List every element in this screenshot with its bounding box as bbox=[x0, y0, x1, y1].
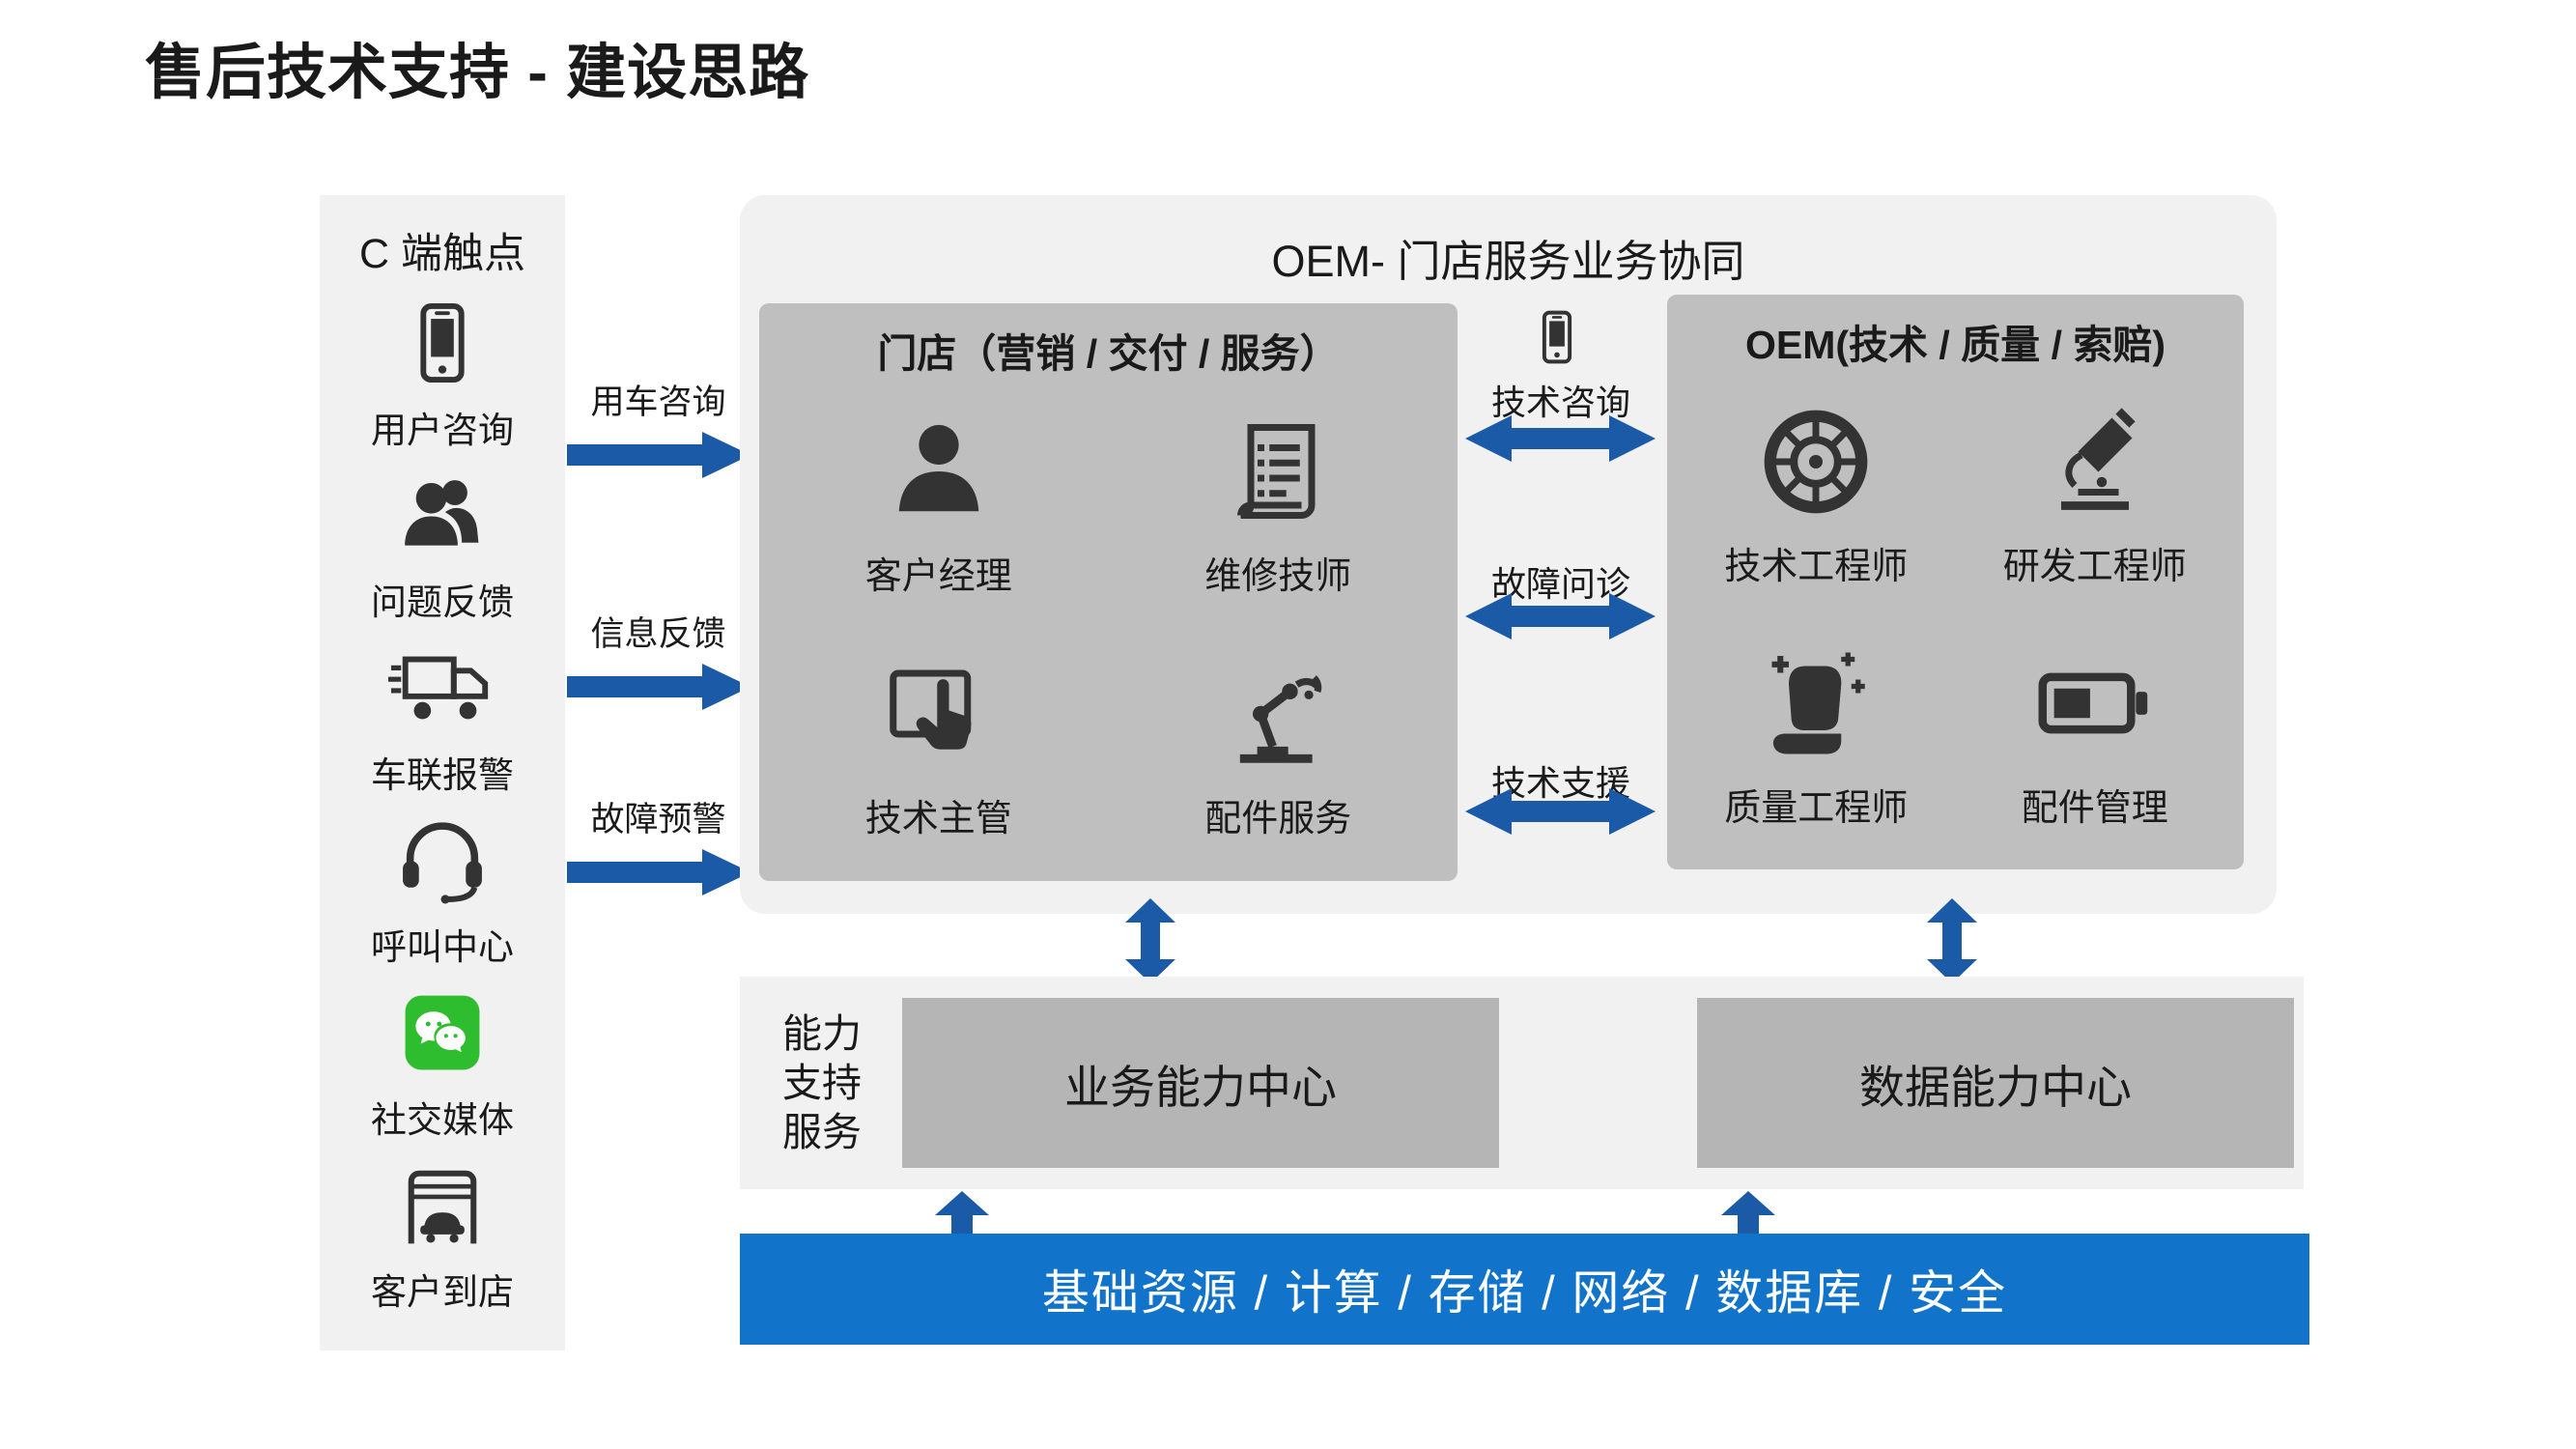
touchpoint-label: 用户咨询 bbox=[371, 410, 514, 450]
page-title: 售后技术支持 - 建设思路 bbox=[145, 40, 810, 106]
role-tech-engineer: 技术工程师 bbox=[1677, 374, 1956, 615]
flow-label: 用车咨询 bbox=[590, 384, 726, 421]
role-tech-supervisor: 技术主管 bbox=[769, 625, 1109, 867]
touchpoint-store-visit: 客户到店 bbox=[371, 1154, 514, 1315]
flow-label: 故障预警 bbox=[590, 801, 726, 838]
touchpoints-panel: C 端触点 用户咨询 bbox=[320, 195, 565, 1350]
users-icon bbox=[405, 480, 479, 546]
flow-label: 信息反馈 bbox=[590, 615, 726, 653]
truck-icon bbox=[388, 656, 489, 720]
link-label-tech-support: 技术支援 bbox=[1490, 763, 1630, 803]
data-capability-center: 数据能力中心 bbox=[1697, 998, 2294, 1168]
touchscreen-icon bbox=[890, 669, 972, 750]
role-label: 技术主管 bbox=[864, 799, 1012, 839]
touchpoint-feedback: 问题反馈 bbox=[371, 465, 514, 625]
touchpoint-label: 车联报警 bbox=[371, 754, 514, 795]
touchpoints-title: C 端触点 bbox=[359, 231, 525, 277]
smartphone-icon bbox=[420, 302, 465, 383]
vertical-double-arrow-icon bbox=[1125, 898, 1175, 983]
double-arrow-icon bbox=[1465, 415, 1656, 462]
infrastructure-bar: 基础资源 / 计算 / 存储 / 网络 / 数据库 / 安全 bbox=[740, 1234, 2309, 1345]
flow-arrow-info-feedback: 信息反馈 bbox=[564, 607, 752, 714]
oem-box: OEM(技术 / 质量 / 索赔) 技术工程师 bbox=[1667, 295, 2244, 869]
microscope-icon bbox=[2060, 408, 2136, 511]
person-icon bbox=[898, 424, 978, 512]
role-label: 研发工程师 bbox=[2002, 547, 2187, 588]
business-capability-center: 业务能力中心 bbox=[902, 998, 1499, 1168]
seat-icon bbox=[1771, 652, 1865, 754]
collaboration-title: OEM- 门店服务业务协同 bbox=[1271, 237, 1745, 286]
touchpoint-label: 问题反馈 bbox=[371, 582, 514, 623]
touchpoint-vehicle-alert: 车联报警 bbox=[371, 638, 514, 798]
flow-arrow-fault-warning: 故障预警 bbox=[564, 792, 752, 899]
touchpoint-label: 社交媒体 bbox=[371, 1099, 514, 1140]
role-label: 维修技师 bbox=[1204, 556, 1352, 597]
role-account-manager: 客户经理 bbox=[769, 383, 1109, 625]
infrastructure-label: 基础资源 / 计算 / 存储 / 网络 / 数据库 / 安全 bbox=[1041, 1267, 2008, 1320]
oem-roles-grid: 技术工程师 研发工程师 bbox=[1677, 374, 2234, 856]
battery-icon bbox=[2038, 672, 2147, 734]
collaboration-panel: OEM- 门店服务业务协同 门店（营销 / 交付 / 服务） 客户经理 bbox=[740, 195, 2277, 914]
touchpoint-social-media: 社交媒体 bbox=[371, 982, 514, 1143]
double-arrow-icon bbox=[1465, 593, 1656, 639]
role-label: 配件管理 bbox=[2021, 787, 2168, 829]
capability-band: 能力 支持 服务 业务能力中心 数据能力中心 bbox=[740, 977, 2304, 1189]
wheel-icon bbox=[1764, 410, 1868, 514]
worklist-icon bbox=[1237, 424, 1316, 519]
headset-icon bbox=[403, 822, 482, 904]
right-arrow-icon bbox=[566, 849, 750, 895]
link-label-fault-diagnosis: 故障问诊 bbox=[1490, 564, 1630, 604]
robot-arm-icon bbox=[1240, 675, 1322, 763]
touchpoints-list: 用户咨询 问题反馈 bbox=[320, 280, 565, 1327]
smartphone-icon bbox=[1542, 310, 1572, 364]
wechat-icon bbox=[405, 995, 480, 1070]
store-box-title: 门店（营销 / 交付 / 服务） bbox=[877, 331, 1340, 376]
oem-box-title: OEM(技术 / 质量 / 索赔) bbox=[1744, 323, 2166, 367]
double-arrow-icon bbox=[1465, 788, 1656, 835]
up-arrow-icon bbox=[935, 1191, 989, 1237]
store-box: 门店（营销 / 交付 / 服务） 客户经理 bbox=[759, 303, 1458, 881]
role-label: 客户经理 bbox=[864, 556, 1012, 597]
right-arrow-icon bbox=[566, 664, 750, 710]
touchpoint-label: 客户到店 bbox=[371, 1272, 514, 1313]
role-repair-technician: 维修技师 bbox=[1109, 383, 1449, 625]
touchpoint-user-consult: 用户咨询 bbox=[371, 293, 514, 453]
role-label: 质量工程师 bbox=[1724, 787, 1909, 829]
role-quality-engineer: 质量工程师 bbox=[1677, 615, 1956, 857]
right-arrow-icon bbox=[566, 432, 750, 478]
role-label: 配件服务 bbox=[1204, 799, 1352, 839]
touchpoint-call-center: 呼叫中心 bbox=[371, 810, 514, 970]
store-icon bbox=[408, 1171, 477, 1244]
vertical-double-arrow-icon bbox=[1927, 898, 1977, 983]
role-parts-service: 配件服务 bbox=[1109, 625, 1449, 867]
touchpoint-label: 呼叫中心 bbox=[371, 927, 514, 968]
role-label: 技术工程师 bbox=[1724, 547, 1909, 588]
store-roles-grid: 客户经理 维修技师 bbox=[769, 383, 1448, 867]
up-arrow-icon bbox=[1721, 1191, 1775, 1237]
capability-side-label: 能力 支持 服务 bbox=[782, 1011, 862, 1154]
link-label-tech-consult: 技术咨询 bbox=[1490, 383, 1630, 422]
role-rd-engineer: 研发工程师 bbox=[1956, 374, 2235, 615]
flow-arrow-usage-consult: 用车咨询 bbox=[564, 375, 752, 482]
role-parts-management: 配件管理 bbox=[1956, 615, 2235, 857]
